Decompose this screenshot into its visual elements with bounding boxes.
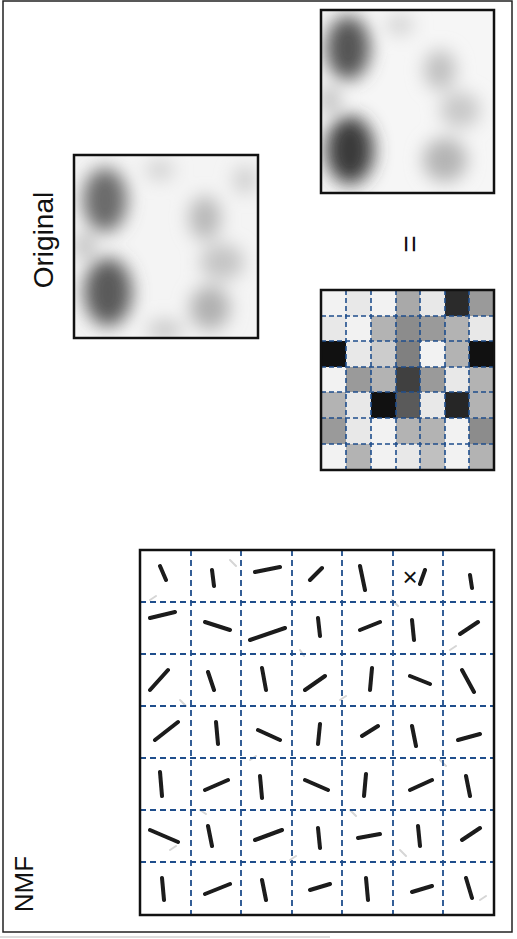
image-border [321,10,494,193]
image-title: Original [30,192,58,288]
image-border [74,155,258,338]
equals-sign: = [395,235,425,253]
times-sign: × [402,564,417,590]
reconstructed-face-image [321,10,494,193]
method-title: NMF [11,856,37,912]
original-face-image [74,155,258,338]
page-rule [0,937,330,938]
coefficient-grid [321,290,494,470]
nmf-basis-grid [140,550,494,915]
figure-frame [3,1,512,932]
